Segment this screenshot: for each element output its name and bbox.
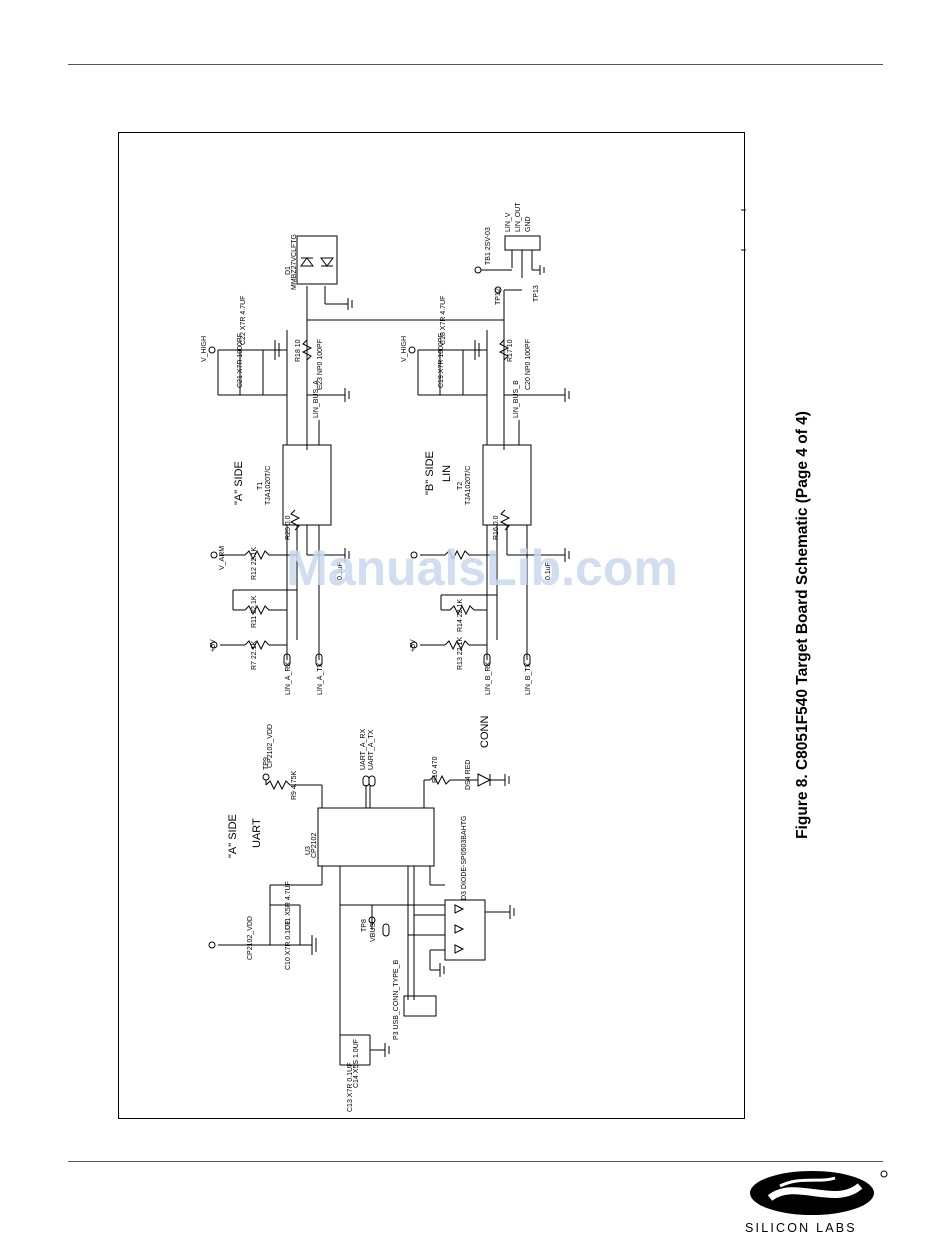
r9-label: R9 4.75K — [291, 770, 298, 800]
tb1-terminal-block — [504, 235, 541, 251]
p3-label: P3 USB_CONN_TYPE_B — [393, 960, 400, 1040]
t2-lin-transceiver — [482, 444, 532, 526]
cp2102-vdd-label: CP2102_VDD — [267, 724, 274, 768]
c21-label: C21 X7R 1000PF — [237, 333, 244, 388]
footer-rule — [68, 1161, 883, 1162]
vbus-label: VBUS — [370, 923, 377, 942]
tp13-label: TP13 — [533, 285, 540, 302]
brand-name: SILICON LABS — [745, 1221, 857, 1235]
t1-part-label: TJA1020T/C — [265, 466, 272, 505]
r12-label: R12 22.1K — [251, 547, 258, 580]
r25-label: R25 0.0 — [285, 515, 292, 540]
schematic-frame — [118, 132, 745, 1119]
t2-label: T2 — [457, 482, 464, 490]
d1-diode-box — [296, 235, 338, 285]
r10-label: R10 470 — [432, 756, 439, 783]
d3-label: D3 DIODE-SP0503BAHTG — [461, 816, 468, 900]
c13-label: C13 X7R 0.1UF — [347, 1063, 354, 1112]
tb1-label: TB1 2SV-03 — [485, 227, 492, 265]
r13-label: R13 22.1K — [457, 637, 464, 670]
lin-a-tx-label: LIN_A_TX — [317, 662, 324, 695]
lin-out-label: LIN_OUT — [515, 202, 522, 232]
r18-label: R18 10 — [295, 339, 302, 362]
c-a-label: 0.1uF — [337, 562, 344, 580]
plus5v-a-label: +5V — [210, 639, 217, 652]
b-side-label: "B" SIDE — [424, 451, 436, 495]
plus5v-b-label: +5V — [410, 639, 417, 652]
r11-label: R11 22.1K — [251, 595, 258, 628]
tp8-label: TP8 — [361, 919, 368, 932]
watermark-text: ManualsLib.com — [286, 540, 678, 596]
c10-label: C10 X7R 0.1UF — [285, 921, 292, 970]
u3-label: U3 — [305, 846, 312, 855]
r17-label: R17 10 — [507, 339, 514, 362]
lin-v-label: LIN_V — [505, 212, 512, 232]
c-b-label: 0.1uF — [545, 562, 552, 580]
uart-a-tx-label: UART_A_TX — [368, 729, 375, 770]
a-side-uart-label: "A" SIDE — [227, 814, 239, 858]
t1-lin-transceiver — [282, 444, 332, 526]
uart-a-rx-label: UART_A_RX — [360, 729, 367, 770]
u3-cp2102-chip — [317, 807, 435, 867]
gnd-label: GND — [525, 216, 532, 232]
lin-a-rx-label: LIN_A_RX — [285, 662, 292, 695]
a-side-lin-label: "A" SIDE — [233, 461, 245, 505]
header-rule — [68, 64, 883, 65]
tp12-label: TP12 — [495, 288, 502, 305]
lin-bus-b-label: LIN_BUS_B — [513, 380, 520, 418]
tp9-label: TP9 — [263, 757, 270, 770]
p3-usb-connector — [403, 995, 437, 1017]
c18-label: C18 X7R 4.7UF — [440, 296, 447, 345]
conn-label: CONN — [479, 716, 491, 748]
t2-part-label: TJA1020T/C — [465, 466, 472, 505]
u3-part-label: CP2102 — [311, 833, 318, 858]
d1-part-label: MMBZ27VCLFTG — [291, 234, 298, 290]
c19-label: C19 X7R 1000PF — [438, 333, 445, 388]
c14-label: C14 X5S 1.0UF — [353, 1039, 360, 1088]
lin-b-tx-label: LIN_B_TX — [525, 662, 532, 695]
silicon-labs-logo-icon — [750, 1170, 888, 1215]
v-high-b-label: V_HIGH — [401, 336, 408, 362]
r14-label: R14 22.1K — [457, 599, 464, 632]
c22-label: C22 X7R 4.7UF — [240, 296, 247, 345]
c23-label: C23 NP0 100PF — [317, 339, 324, 390]
c11-label: C11 X5R 4.7UF — [285, 881, 292, 930]
v-arm-label: V_ARM — [219, 546, 226, 570]
t1-label: T1 — [257, 482, 264, 490]
figure-caption: Figure 8. C8051F540 Target Board Schemat… — [794, 411, 811, 839]
v-high-a-label: V_HIGH — [201, 336, 208, 362]
b-side-lin-label: LIN — [441, 465, 453, 482]
c20-label: C20 NP0 100PF — [525, 339, 532, 390]
r16-label: R16 0.0 — [493, 515, 500, 540]
d1-label: D1 — [285, 266, 292, 275]
uart-label: UART — [251, 818, 263, 848]
cp2102-vdd-2-label: CP2102_VDD — [247, 916, 254, 960]
r7-label: R7 22.1K — [251, 640, 258, 670]
d3-diode-array — [444, 899, 486, 961]
ds4-label: DS4 RED — [465, 760, 472, 790]
lin-bus-a-label: LIN_BUS_A — [313, 380, 320, 418]
lin-b-rx-label: LIN_B_RX — [485, 662, 492, 695]
